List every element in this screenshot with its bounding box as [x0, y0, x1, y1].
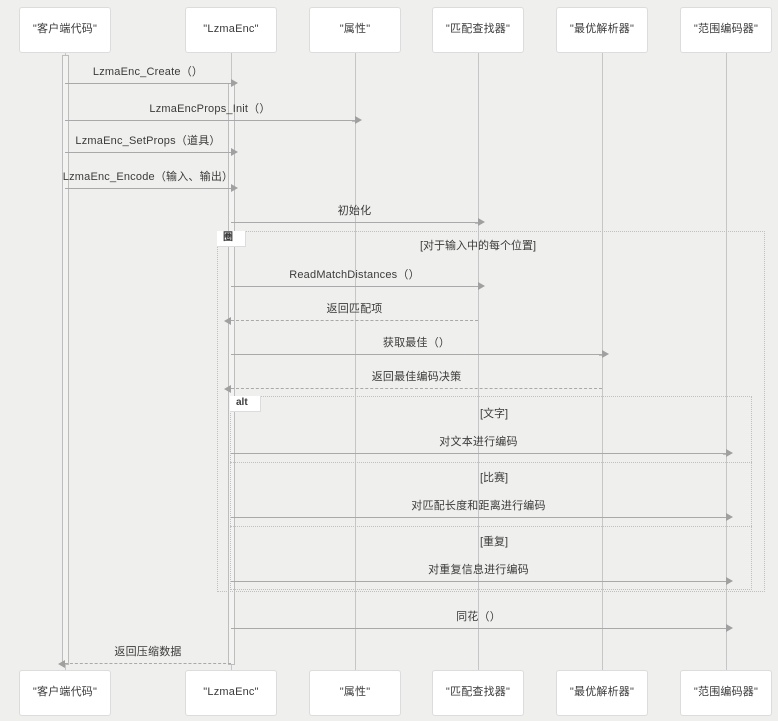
- arrowhead-m2: [355, 116, 362, 124]
- participant-footer-props[interactable]: "属性": [309, 670, 401, 716]
- arrowhead-m10: [726, 449, 733, 457]
- message-line-m12: [231, 577, 733, 585]
- message-line-m4: [65, 184, 238, 192]
- message-label-m9: 返回最佳编码决策: [371, 371, 462, 383]
- fragment-divider-alt-2: [230, 526, 752, 527]
- lifeline-matcher: [478, 53, 479, 670]
- message-label-m5: 初始化: [337, 205, 372, 217]
- message-line-m6: [231, 282, 485, 290]
- message-label-m2: LzmaEncProps_Init（）: [149, 103, 271, 115]
- message-line-m10: [231, 449, 733, 457]
- arrowhead-m7: [224, 317, 231, 325]
- message-label-m13: 同花（）: [456, 611, 501, 623]
- act-client: [62, 55, 69, 665]
- participant-header-props[interactable]: "属性": [309, 7, 401, 53]
- participant-footer-optimizer[interactable]: "最优解析器": [556, 670, 648, 716]
- participant-footer-client[interactable]: "客户端代码": [19, 670, 111, 716]
- message-line-m13: [231, 624, 733, 632]
- message-line-m5: [231, 218, 485, 226]
- participant-header-matcher[interactable]: "匹配查找器": [432, 7, 524, 53]
- message-label-m3: LzmaEnc_SetProps（道具）: [75, 135, 221, 147]
- participant-header-rangecoder[interactable]: "范围编码器": [680, 7, 772, 53]
- participant-footer-lzmaenc[interactable]: "LzmaEnc": [185, 670, 277, 716]
- message-line-m2: [65, 116, 362, 124]
- participant-footer-rangecoder[interactable]: "范围编码器": [680, 670, 772, 716]
- arrowhead-m6: [478, 282, 485, 290]
- message-label-m7: 返回匹配项: [326, 303, 383, 315]
- message-label-m10: 对文本进行编码: [439, 436, 518, 448]
- message-line-m9: [224, 385, 602, 393]
- message-label-m6: ReadMatchDistances（）: [289, 269, 420, 281]
- message-line-m8: [231, 350, 609, 358]
- arrowhead-m11: [726, 513, 733, 521]
- arrowhead-m5: [478, 218, 485, 226]
- fragment-operator-alt: alt: [230, 396, 261, 412]
- message-label-m1: LzmaEnc_Create（）: [92, 66, 204, 78]
- arrowhead-m3: [231, 148, 238, 156]
- participant-header-client[interactable]: "客户端代码": [19, 7, 111, 53]
- arrowhead-m12: [726, 577, 733, 585]
- fragment-divider-alt-1: [230, 462, 752, 463]
- fragment-guard-alt-0: [文字]: [479, 408, 509, 420]
- lifeline-optimizer: [602, 53, 603, 670]
- message-label-m4: LzmaEnc_Encode（输入、输出）: [62, 171, 234, 183]
- fragment-guard-alt-1: [比赛]: [479, 472, 509, 484]
- message-line-m3: [65, 148, 238, 156]
- arrowhead-m4: [231, 184, 238, 192]
- message-line-m11: [231, 513, 733, 521]
- message-line-m1: [65, 79, 238, 87]
- arrowhead-m9: [224, 385, 231, 393]
- message-line-m7: [224, 317, 478, 325]
- arrowhead-m13: [726, 624, 733, 632]
- message-label-m12: 对重复信息进行编码: [428, 564, 529, 576]
- arrowhead-m14: [58, 660, 65, 668]
- participant-footer-matcher[interactable]: "匹配查找器": [432, 670, 524, 716]
- fragment-guard-alt-2: [重复]: [479, 536, 509, 548]
- participant-header-optimizer[interactable]: "最优解析器": [556, 7, 648, 53]
- message-label-m8: 获取最佳（）: [382, 337, 451, 349]
- fragment-guard-loop: [对于输入中的每个位置]: [419, 240, 537, 252]
- arrowhead-m1: [231, 79, 238, 87]
- arrowhead-m8: [602, 350, 609, 358]
- participant-header-lzmaenc[interactable]: "LzmaEnc": [185, 7, 277, 53]
- message-line-m14: [58, 660, 231, 668]
- lifeline-rangecoder: [726, 53, 727, 670]
- lifeline-props: [355, 53, 356, 670]
- fragment-alt: [230, 396, 752, 590]
- message-label-m14: 返回压缩数据: [114, 646, 182, 658]
- message-label-m11: 对匹配长度和距离进行编码: [411, 500, 546, 512]
- fragment-operator-loop: 圈: [217, 231, 246, 247]
- fragment-loop: [217, 231, 765, 592]
